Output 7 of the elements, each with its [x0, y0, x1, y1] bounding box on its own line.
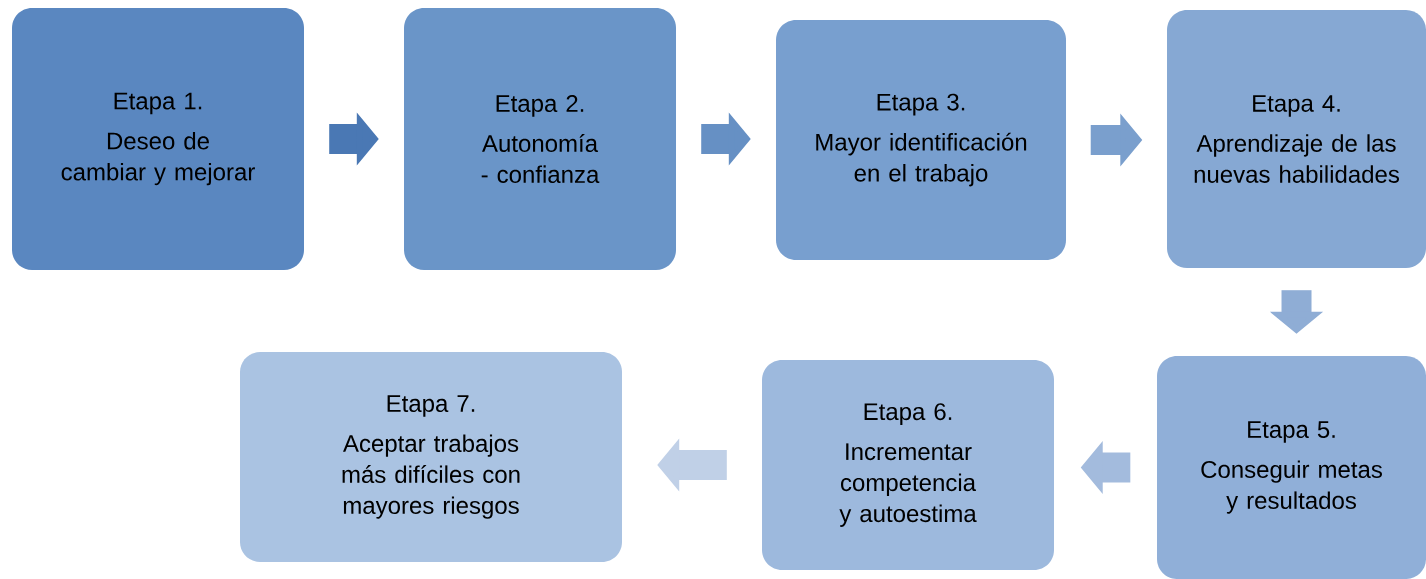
stage-box: Etapa 2. Autonomía - confianza [404, 8, 676, 270]
stage-box: Etapa 3. Mayor identificación en el trabajo [776, 20, 1066, 260]
stage-box: Etapa 7. Aceptar trabajos más difíciles con mayores riesgos [240, 352, 622, 562]
stage-box: Etapa 5. Conseguir metas y resultados [1157, 356, 1426, 579]
stage-box: Etapa 4. Aprendizaje de las nuevas habilidades [1167, 10, 1426, 268]
stage-box: Etapa 1. Deseo de cambiar y mejorar [12, 8, 304, 270]
stage-box: Etapa 6. Incrementar competencia y autoestima [762, 360, 1054, 570]
